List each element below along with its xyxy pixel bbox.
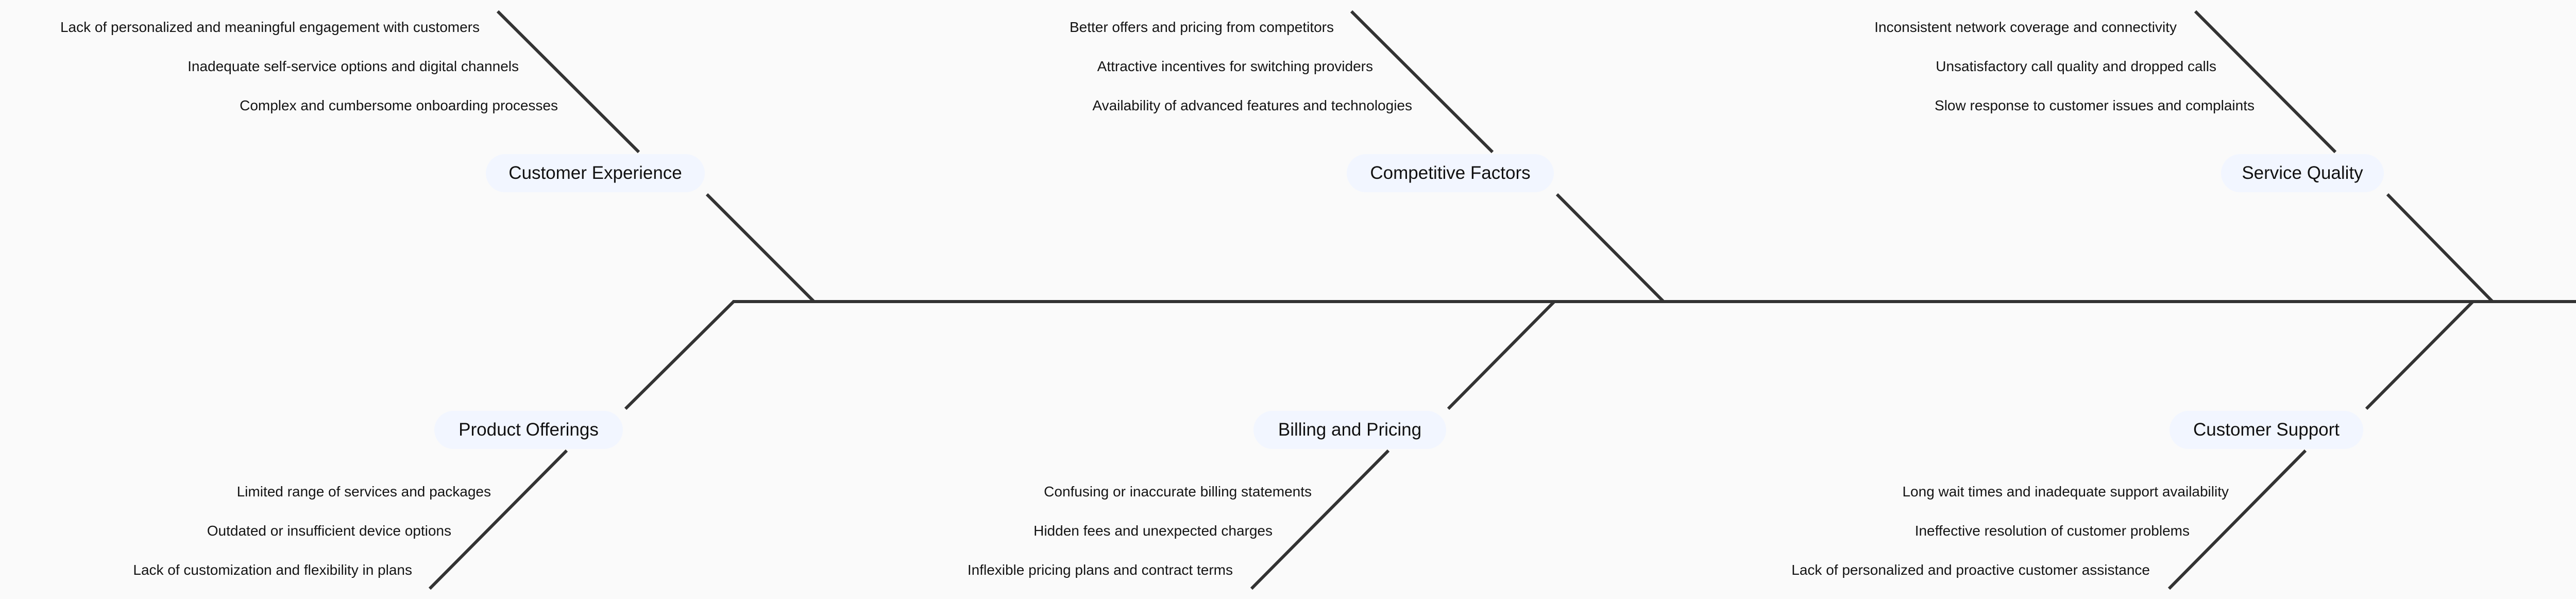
cause-item: Outdated or insufficient device options: [207, 523, 451, 539]
cause-item: Unsatisfactory call quality and dropped …: [1936, 58, 2216, 74]
cause-item: Ineffective resolution of customer probl…: [1914, 523, 2190, 539]
cause-item: Inflexible pricing plans and contract te…: [967, 562, 1233, 578]
cause-item: Attractive incentives for switching prov…: [1097, 58, 1373, 74]
category-customer-experience[interactable]: Customer Experience: [486, 154, 705, 192]
cause-item: Limited range of services and packages: [236, 484, 491, 500]
cause-item: Inadequate self-service options and digi…: [188, 58, 519, 74]
category-competitive-factors[interactable]: Competitive Factors: [1347, 154, 1554, 192]
bone-service-quality-upper: [2194, 10, 2337, 154]
cause-item: Lack of customization and flexibility in…: [133, 562, 412, 578]
category-billing-and-pricing[interactable]: Billing and Pricing: [1253, 411, 1446, 449]
category-label: Competitive Factors: [1370, 163, 1531, 183]
category-label: Product Offerings: [459, 420, 599, 440]
bone-billing-pricing-upper: [1447, 300, 1556, 410]
bone-customer-support-upper: [2365, 300, 2475, 410]
category-label: Customer Experience: [509, 163, 682, 183]
bone-competitive-factors-lower: [1555, 193, 1665, 303]
cause-item: Confusing or inaccurate billing statemen…: [1044, 484, 1312, 500]
category-label: Billing and Pricing: [1278, 420, 1422, 440]
cause-item: Complex and cumbersome onboarding proces…: [240, 97, 558, 113]
cause-item: Hidden fees and unexpected charges: [1033, 523, 1273, 539]
bone-service-quality-lower: [2386, 193, 2494, 303]
bone-billing-pricing-lower: [1250, 449, 1390, 590]
cause-item: Lack of personalized and meaningful enga…: [60, 19, 480, 35]
cause-item: Slow response to customer issues and com…: [1935, 97, 2255, 113]
bone-customer-support-lower: [2167, 449, 2307, 590]
cause-item: Inconsistent network coverage and connec…: [1874, 19, 2177, 35]
category-customer-support[interactable]: Customer Support: [2170, 411, 2363, 449]
cause-item: Better offers and pricing from competito…: [1069, 19, 1334, 35]
cause-item: Availability of advanced features and te…: [1092, 97, 1412, 113]
bone-product-offerings-upper: [624, 300, 735, 410]
bone-customer-experience-upper: [496, 10, 640, 154]
category-service-quality[interactable]: Service Quality: [2221, 154, 2384, 192]
bone-product-offerings-lower: [428, 449, 568, 590]
bone-competitive-factors-upper: [1350, 10, 1494, 154]
category-label: Customer Support: [2193, 420, 2340, 440]
category-product-offerings[interactable]: Product Offerings: [434, 411, 623, 449]
cause-item: Lack of personalized and proactive custo…: [1791, 562, 2150, 578]
bone-customer-experience-lower: [705, 193, 816, 303]
category-label: Service Quality: [2242, 163, 2363, 183]
cause-item: Long wait times and inadequate support a…: [1902, 484, 2229, 500]
